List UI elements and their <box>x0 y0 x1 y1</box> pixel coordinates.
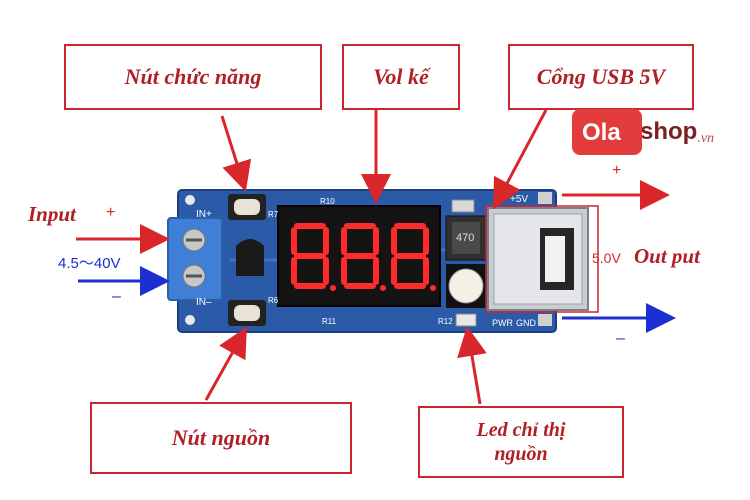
output-label: Out put <box>634 244 700 268</box>
voltmeter-label: Vol kế <box>373 64 429 89</box>
logo-suffix: shop <box>640 118 698 145</box>
usb-port-callout: Cổng USB 5V <box>508 44 694 110</box>
power-led-label-line1: Led chỉ thị <box>476 419 566 441</box>
inductor <box>445 215 487 261</box>
silkscreen-r11: R11 <box>322 317 337 326</box>
function-switch <box>228 194 266 220</box>
silkscreen-r6: R6 <box>268 296 279 305</box>
solder-pad <box>538 192 552 204</box>
function-button-label: Nút chức năng <box>124 64 262 89</box>
output-plus-sign: + <box>612 162 622 179</box>
power-button-label: Nút nguồn <box>171 425 271 450</box>
silkscreen-r7: R7 <box>268 210 279 219</box>
usb-port-label: Cổng USB 5V <box>536 64 666 89</box>
logo-badge: Ola <box>572 109 642 155</box>
mounting-hole <box>185 195 195 205</box>
inductor-marking: 470 <box>456 232 475 244</box>
usb-port <box>485 205 599 313</box>
power-led-label-line2: nguồn <box>494 443 548 465</box>
silkscreen-5v: +5V <box>510 194 529 205</box>
power-led <box>455 313 477 327</box>
solder-pad <box>538 314 552 326</box>
silkscreen-in-minus: IN– <box>196 297 212 308</box>
silkscreen-pwr: PWR <box>492 318 513 328</box>
olashop-logo: Ola shop .vn <box>572 108 714 156</box>
screw-terminal <box>167 217 223 301</box>
input-voltage-range: 4.5～40V <box>58 255 121 272</box>
silkscreen-r12: R12 <box>438 317 453 326</box>
seven-segment-display <box>277 205 441 307</box>
input-label: Input <box>28 202 76 226</box>
smd-component <box>451 199 475 213</box>
leader-arrows <box>204 109 548 405</box>
power-led-callout: Led chỉ thị nguồn <box>418 406 624 478</box>
function-button-callout: Nút chức năng <box>64 44 322 110</box>
output-voltage: 5.0V <box>592 250 621 266</box>
power-button-callout: Nút nguồn <box>90 402 352 474</box>
power-switch <box>228 300 266 326</box>
logo-tld: .vn <box>697 131 715 146</box>
silkscreen-in-plus: IN+ <box>196 209 212 220</box>
input-plus-sign: + <box>106 204 116 221</box>
output-minus-sign: – <box>616 330 625 347</box>
capacitor <box>446 264 486 308</box>
transistor <box>236 239 264 276</box>
silkscreen-r10: R10 <box>320 197 335 206</box>
input-minus-sign: – <box>112 288 121 305</box>
logo-prefix: Ola <box>582 119 621 146</box>
silkscreen-gnd: GND <box>516 318 536 328</box>
voltmeter-callout: Vol kế <box>342 44 460 110</box>
mounting-hole <box>185 315 195 325</box>
